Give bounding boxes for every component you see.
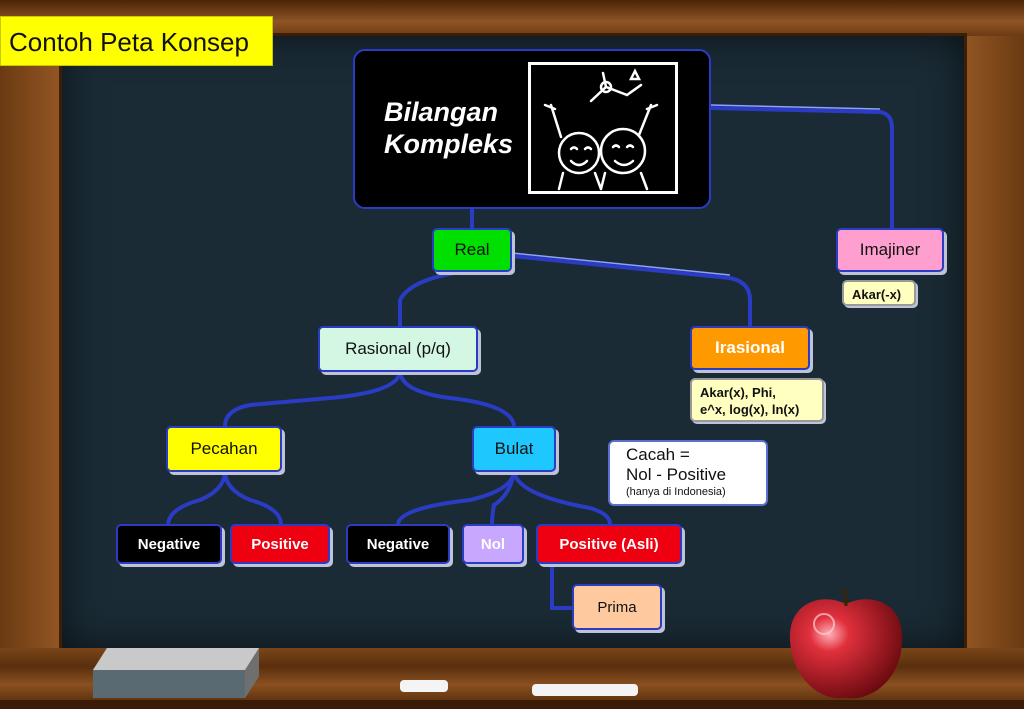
node-real: Real — [432, 228, 512, 272]
chalk-stick-1 — [400, 680, 448, 692]
root-label-line-1: Bilangan — [384, 97, 499, 127]
node-bulat-negative: Negative — [346, 524, 450, 564]
irasional-note-line-2: e^x, log(x), ln(x) — [700, 402, 800, 417]
cacah-note-line-3: (hanya di Indonesia) — [626, 486, 726, 498]
node-irasional: Irasional — [690, 326, 810, 370]
connector-rasional-pecahan — [223, 371, 402, 427]
node-positive-asli: Positive (Asli) — [536, 524, 682, 564]
apple-icon — [789, 588, 903, 699]
node-imajiner-note: Akar(-x) — [842, 280, 916, 306]
cacah-note-line-2: Nol - Positive — [626, 465, 727, 484]
imajiner-note-text: Akar(-x) — [852, 287, 902, 302]
node-pecahan-positive: Positive — [230, 524, 330, 564]
cacah-note: Cacah = Nol - Positive (hanya di Indones… — [608, 440, 768, 506]
root-node-label: Bilangan Kompleks — [384, 96, 534, 160]
connector-real-rasional — [398, 270, 461, 326]
connector-asli-prima — [550, 564, 572, 610]
cacah-note-line-1: Cacah = — [626, 445, 690, 464]
chalk-tray-edge — [0, 700, 1024, 709]
connector-rasional-bulat — [398, 371, 516, 427]
connector-root-imajiner — [710, 106, 894, 228]
irasional-note-line-1: Akar(x), Phi, — [700, 385, 776, 400]
connector-pecahan-positive — [223, 471, 283, 525]
node-pecahan: Pecahan — [166, 426, 282, 472]
children-drawing-icon — [543, 68, 659, 191]
node-irasional-note: Akar(x), Phi, e^x, log(x), ln(x) — [690, 378, 824, 422]
connector-pecahan-negative — [166, 471, 227, 525]
node-imajiner: Imajiner — [836, 228, 944, 272]
slide-title: Contoh Peta Konsep — [0, 16, 273, 66]
node-rasional: Rasional (p/q) — [318, 326, 478, 372]
node-bulat: Bulat — [472, 426, 556, 472]
connector-bulat-nol — [490, 471, 516, 525]
connector-bulat-positive — [512, 471, 612, 525]
children-drawing-image — [528, 62, 678, 194]
chalk-stick-2 — [532, 684, 638, 696]
node-pecahan-negative: Negative — [116, 524, 222, 564]
node-nol: Nol — [462, 524, 524, 564]
node-prima: Prima — [572, 584, 662, 630]
connector-bulat-negative — [396, 471, 516, 525]
connector-real-irasional — [511, 254, 752, 326]
eraser-icon — [93, 648, 259, 698]
root-label-line-2: Kompleks — [384, 129, 514, 159]
